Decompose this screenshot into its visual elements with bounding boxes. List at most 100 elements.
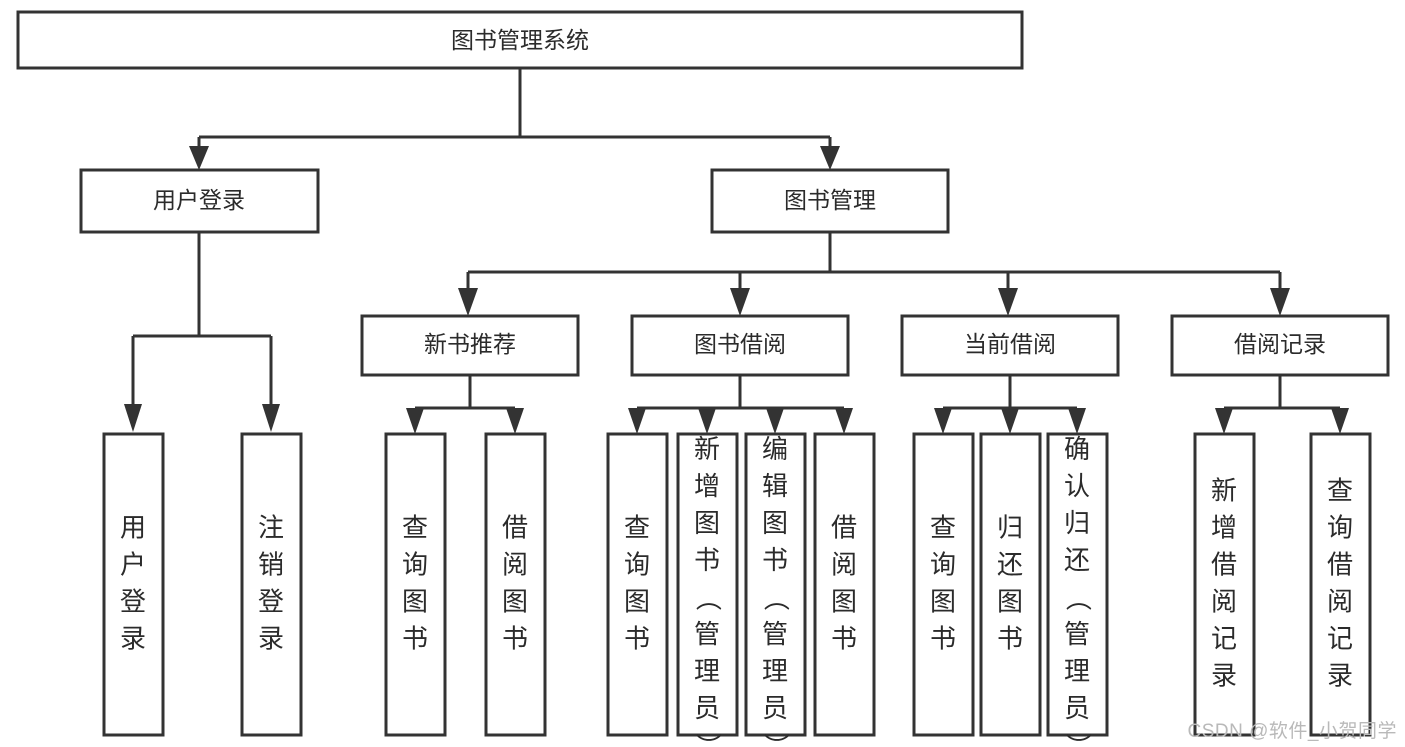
node-leaf-query-book-2-box[interactable] — [606, 432, 669, 737]
node-book-borrow-box[interactable] — [630, 314, 850, 377]
leaf-label-char: 借 — [1211, 550, 1237, 580]
leaf-label-char: 销 — [258, 550, 284, 580]
node-current-borrow[interactable]: 当前借阅 — [900, 314, 1120, 377]
node-new-book-recommend[interactable]: 新书推荐 — [360, 314, 580, 377]
leaf-label-char: 员 — [762, 693, 788, 723]
node-leaf-query-record-box[interactable] — [1309, 432, 1372, 737]
leaf-label-char: 理 — [1064, 656, 1090, 686]
arrow-head-leaf-add-book — [698, 408, 716, 434]
node-leaf-confirm-return-box[interactable] — [1046, 432, 1109, 737]
leaf-label-char: 查 — [402, 513, 428, 543]
leaf-label-char: 询 — [402, 550, 428, 580]
leaf-label-char: 管 — [1064, 619, 1090, 649]
node-borrow-record-box[interactable] — [1170, 314, 1390, 377]
node-leaf-query-book-1-box[interactable] — [384, 432, 447, 737]
node-leaf-add-book-box[interactable] — [676, 432, 739, 737]
node-leaf-add-record-box[interactable] — [1193, 432, 1256, 737]
leaf-label-char: 书 — [694, 545, 720, 575]
leaf-label-char: 录 — [120, 624, 146, 654]
node-book-manage-box[interactable] — [710, 168, 950, 234]
node-book-manage[interactable]: 图书管理 — [710, 168, 950, 234]
leaf-label-char: 管 — [762, 619, 788, 649]
leaf-label-char: 书 — [624, 624, 650, 654]
node-user-login-box[interactable] — [79, 168, 320, 234]
arrow-head-borrow-record — [1270, 288, 1290, 316]
node-leaf-borrow-book-2-box[interactable] — [813, 432, 876, 737]
leaf-label-char: 辑 — [762, 471, 788, 501]
leaf-label-char: ） — [761, 733, 791, 747]
node-leaf-edit-book-box[interactable] — [744, 432, 807, 737]
leaf-label-char: （ — [761, 585, 791, 611]
leaf-label-char: 理 — [694, 656, 720, 686]
leaf-label-char: 图 — [831, 587, 857, 617]
node-root-label: 图书管理系统 — [451, 27, 589, 53]
arrow-head-current-borrow — [998, 288, 1018, 316]
leaf-label-char: 记 — [1327, 624, 1353, 654]
node-new-book-recommend-box[interactable] — [360, 314, 580, 377]
node-root[interactable]: 图书管理系统 — [16, 10, 1024, 70]
arrow-head-leaf-query-record — [1331, 408, 1349, 434]
leaf-label-char: 书 — [402, 624, 428, 654]
node-leaf-borrow-book-1-box[interactable] — [484, 432, 547, 737]
arrow-head-leaf-user-logout — [262, 404, 280, 432]
leaf-label-char: 查 — [1327, 476, 1353, 506]
node-leaf-user-login-box[interactable] — [102, 432, 165, 737]
leaf-label-char: 编 — [762, 434, 788, 464]
leaf-label-char: 查 — [930, 513, 956, 543]
node-leaf-query-book-3-box[interactable] — [912, 432, 975, 737]
leaf-label-char: 户 — [120, 550, 146, 580]
leaf-label-char: 书 — [762, 545, 788, 575]
arrow-head-leaf-query-book-3 — [934, 408, 952, 434]
leaf-label-char: 增 — [1211, 513, 1237, 543]
leaf-label-char: 图 — [762, 508, 788, 538]
arrow-head-leaf-query-book-2 — [628, 408, 646, 434]
leaf-label-char: 员 — [694, 693, 720, 723]
node-book-borrow[interactable]: 图书借阅 — [630, 314, 850, 377]
leaf-label-char: 录 — [1327, 661, 1353, 691]
arrow-head-leaf-edit-book — [766, 408, 784, 434]
leaf-label-char: 还 — [997, 550, 1023, 580]
node-leaf-user-logout-box[interactable] — [240, 432, 303, 737]
leaf-label-char: 归 — [1064, 508, 1090, 538]
leaf-label-char: 书 — [831, 624, 857, 654]
node-user-login[interactable]: 用户登录 — [79, 168, 320, 234]
leaf-label-char: 管 — [694, 619, 720, 649]
node-current-borrow-box[interactable] — [900, 314, 1120, 377]
csdn-watermark: CSDN @软件_小贺同学 — [1187, 721, 1397, 742]
leaf-label-char: 询 — [1327, 513, 1353, 543]
node-leaf-user-login[interactable]: 用户登录 — [102, 432, 165, 737]
leaf-label-char: 归 — [997, 513, 1023, 543]
node-leaf-return-book-box[interactable] — [979, 432, 1042, 737]
node-borrow-record[interactable]: 借阅记录 — [1170, 314, 1390, 377]
leaf-label-char: 书 — [930, 624, 956, 654]
leaf-label-char: 员 — [1064, 693, 1090, 723]
leaf-label-char: 新 — [1211, 476, 1237, 506]
node-root-box[interactable] — [16, 10, 1024, 70]
leaf-label-char: 阅 — [1211, 587, 1237, 617]
node-borrow-record-label: 借阅记录 — [1234, 331, 1326, 357]
arrow-head-book-manage — [820, 146, 840, 170]
leaf-label-char: 认 — [1064, 471, 1090, 501]
leaf-label-char: 图 — [402, 587, 428, 617]
arrow-head-leaf-query-book-1 — [406, 408, 424, 434]
node-leaf-user-login-label: 用户登录 — [120, 513, 146, 654]
arrow-head-book-borrow — [730, 288, 750, 316]
